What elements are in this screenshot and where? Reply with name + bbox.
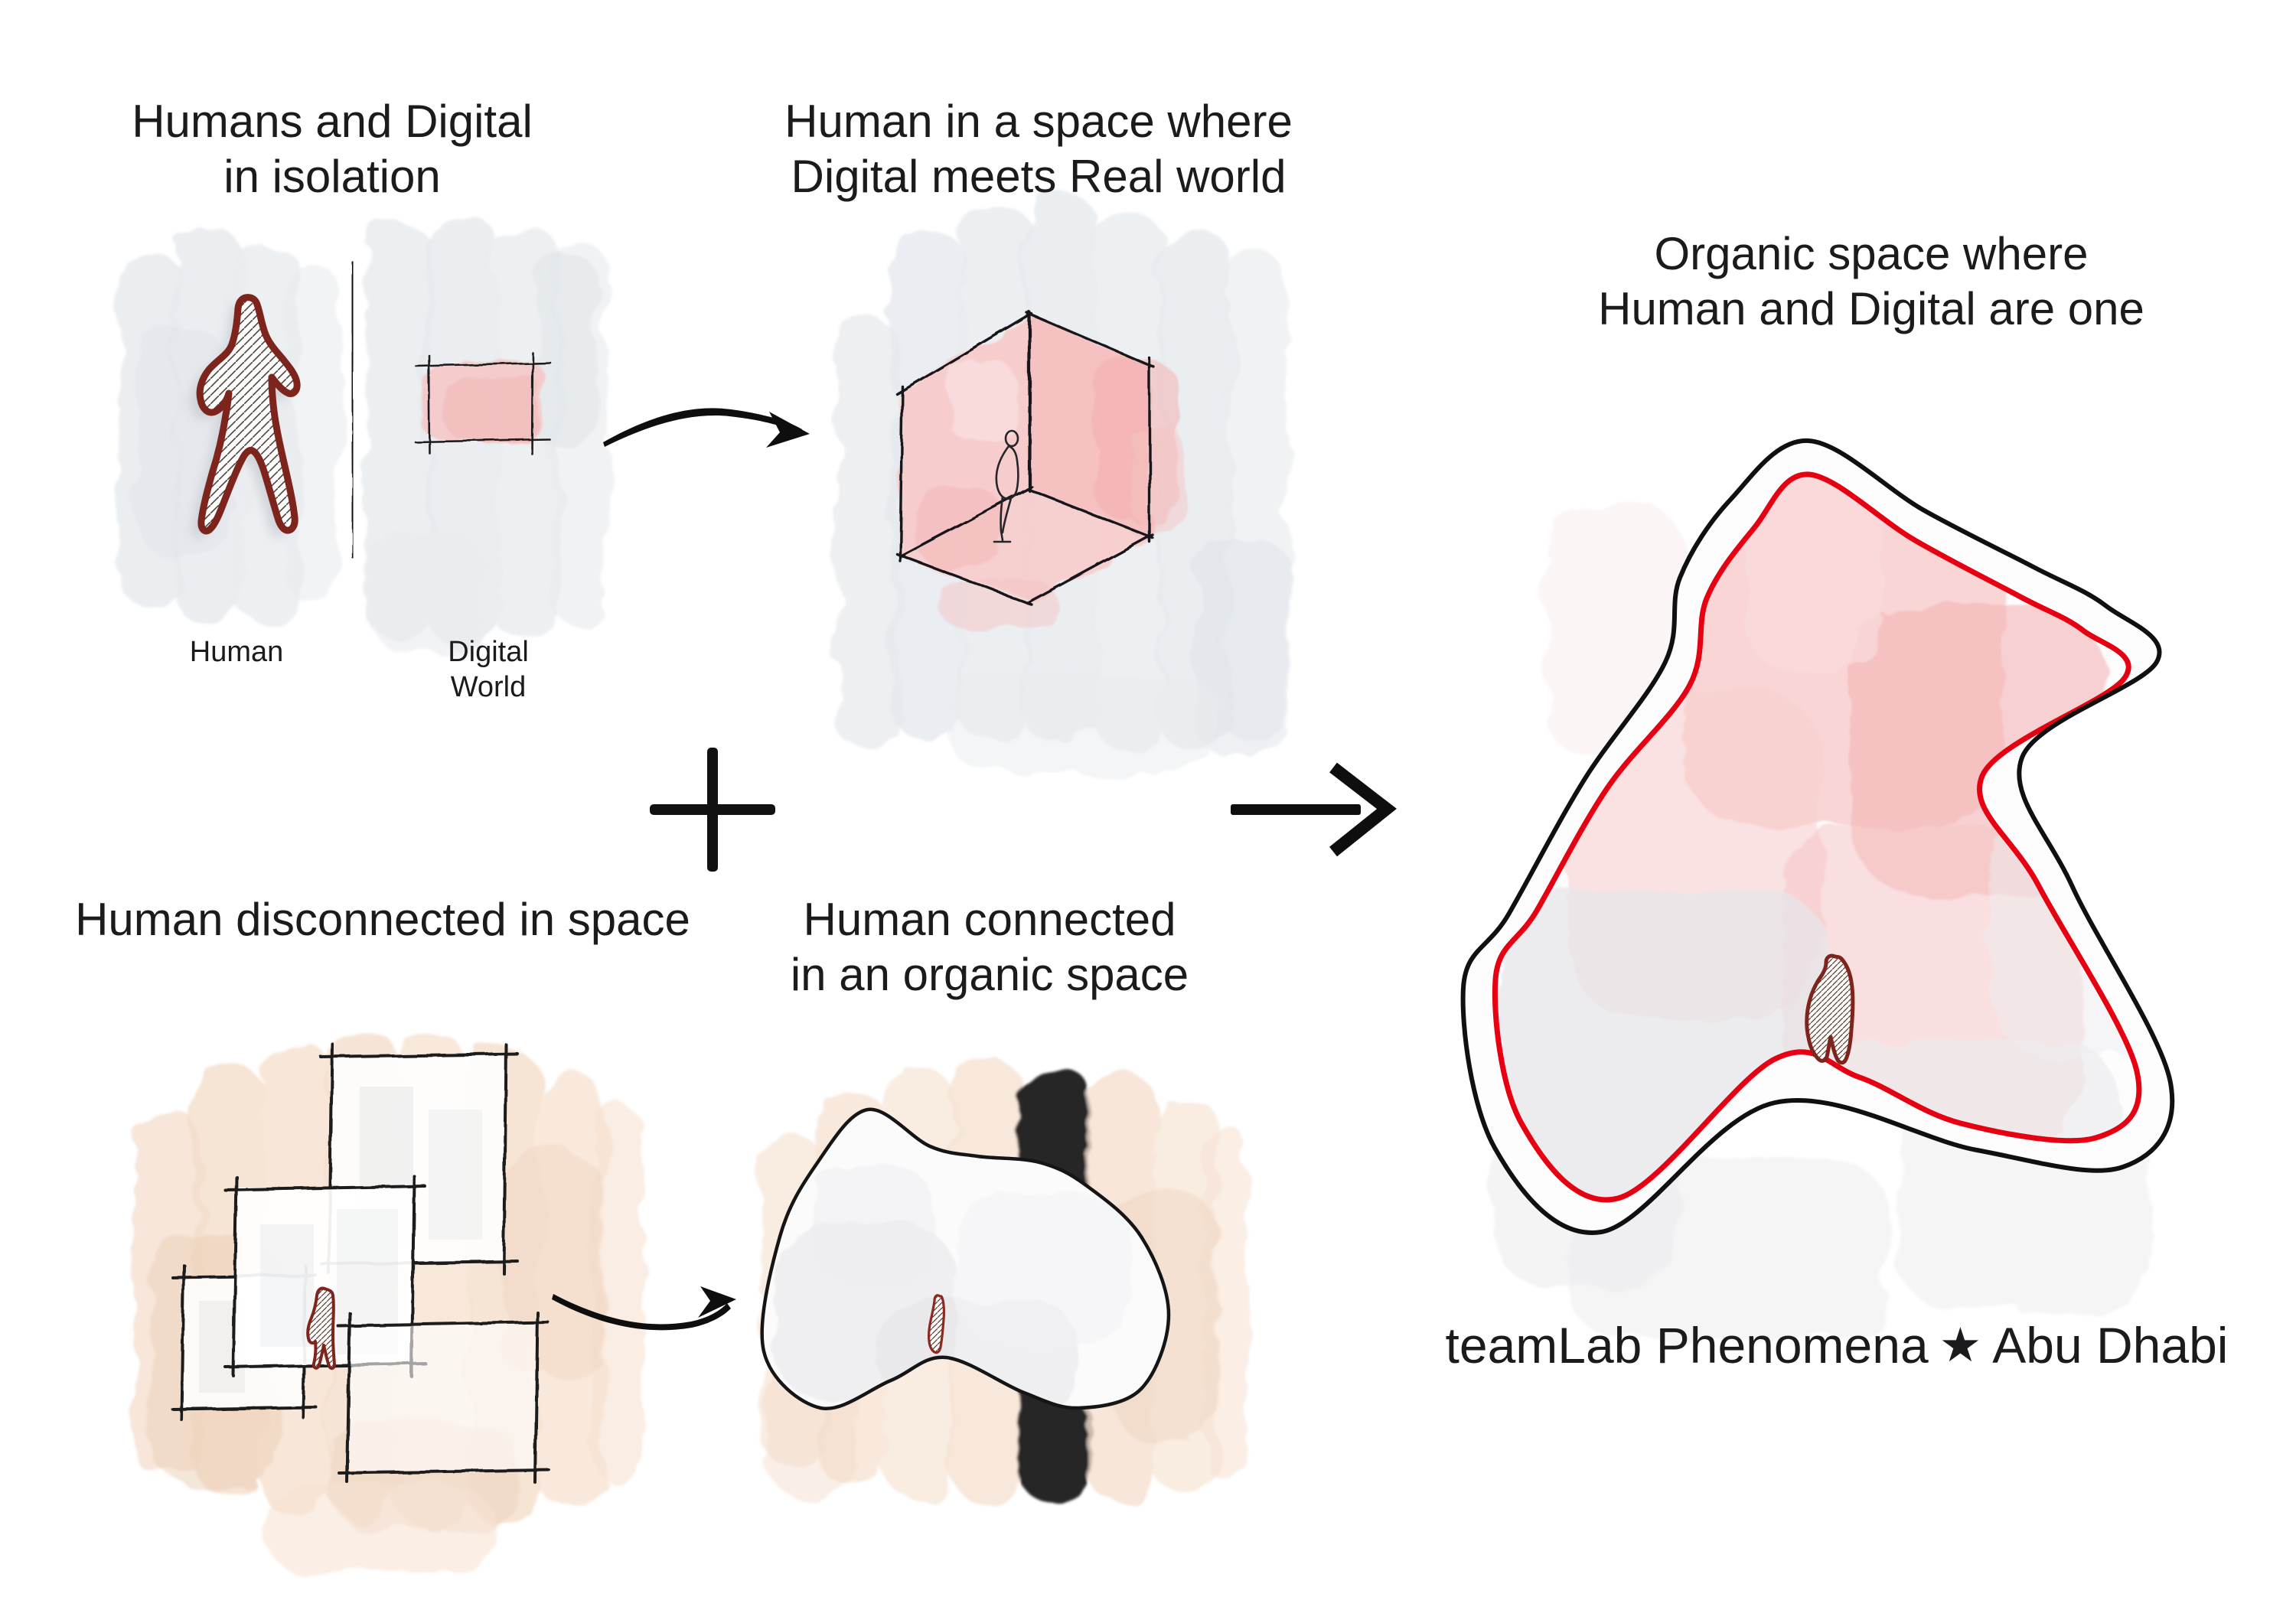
arrow-right-icon — [1231, 762, 1397, 857]
cube-pink-walls — [900, 314, 1186, 627]
room-person — [306, 1286, 336, 1370]
plus-icon — [650, 748, 775, 872]
divider-line — [351, 260, 354, 559]
digital-world-frame — [413, 351, 552, 455]
big-blob-outline — [1460, 438, 2175, 1235]
human-figure-sketch — [191, 294, 301, 539]
big-blob-person — [1805, 953, 1855, 1065]
title-connected: Human connected in an organic space — [790, 894, 1189, 1000]
caption-text-after: Abu Dhabi — [1992, 1317, 2229, 1374]
caption-teamlab: teamLab Phenomena★Abu Dhabi — [1416, 1315, 2258, 1378]
title-meets: Human in a space where Digital meets Rea… — [784, 96, 1293, 202]
star-icon: ★ — [1939, 1319, 1982, 1372]
arrow-disconnected-to-connected — [552, 1286, 736, 1331]
title-isolation: Humans and Digital in isolation — [132, 96, 533, 202]
big-blob-red-line — [1492, 471, 2142, 1203]
digital-world-pink — [422, 361, 546, 441]
caption-text-before: teamLab Phenomena — [1445, 1317, 1929, 1374]
cube-person — [993, 429, 1019, 543]
label-human: Human — [189, 636, 284, 668]
arrow-isolation-to-cube — [603, 408, 810, 448]
rooms-sketch — [171, 1042, 550, 1484]
title-disconnected: Human disconnected in space — [75, 894, 690, 945]
small-blob-person — [928, 1294, 945, 1354]
title-organic-one: Organic space where Human and Digital ar… — [1598, 228, 2144, 334]
label-digital-world: Digital World — [448, 636, 529, 703]
